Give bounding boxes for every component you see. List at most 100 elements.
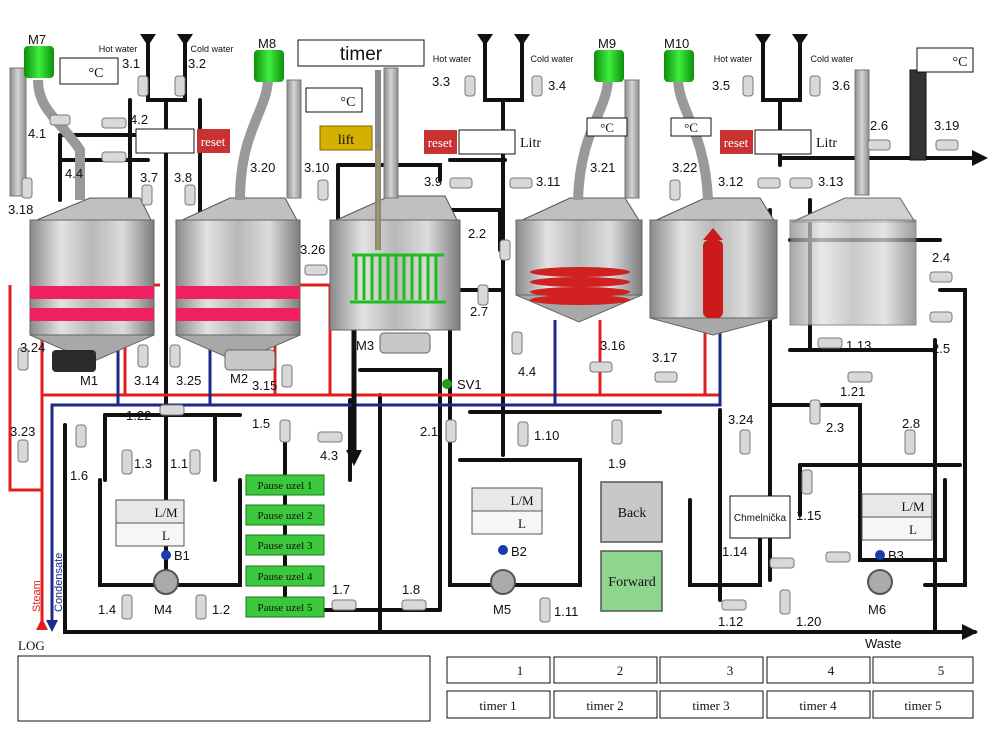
valve-3-18-label: 3.18 [8, 202, 33, 217]
valve-1-8-label: 1.8 [402, 582, 420, 597]
valve-1-15-label: 1.15 [796, 508, 821, 523]
valve-1-9-label: 1.9 [608, 456, 626, 471]
valve-2-5-label: 2.5 [932, 341, 950, 356]
back-button[interactable]: Back [600, 481, 663, 543]
temp-display-2-unit: °C [341, 95, 356, 110]
valve-1-14-label: 1.14 [722, 544, 747, 559]
litre-display-1 [135, 128, 195, 154]
motor-m7-label: M7 [28, 32, 46, 47]
valve-2-1-label: 2.1 [420, 424, 438, 439]
waste-arrow-icon [962, 624, 978, 640]
back-button-label: Back [618, 506, 647, 521]
pause-uzel-5-label: Pause uzel 5 [258, 602, 313, 614]
motor-m7-icon [24, 46, 54, 78]
tank-6 [789, 197, 917, 326]
pause-uzel-1-button[interactable]: Pause uzel 1 [245, 474, 325, 496]
pumps [153, 569, 893, 595]
chmelnicka-label: Chmelnička [734, 513, 787, 524]
valve-3-2-label: 3.2 [188, 56, 206, 71]
motor-m9-label: M9 [598, 36, 616, 51]
valve-3-23-label: 3.23 [10, 424, 35, 439]
motor-m5-label: M5 [493, 602, 511, 617]
tank-2 [175, 197, 301, 363]
timer-2-label: timer 2 [586, 698, 623, 713]
valve-4-1-label: 4.1 [28, 126, 46, 141]
litre-unit-2: Litr [520, 136, 541, 151]
timer-2-button[interactable]: timer 2 [553, 690, 658, 719]
inlet-arrow-icon [972, 150, 988, 166]
timer-5-button[interactable]: timer 5 [872, 690, 974, 719]
sensor-b1-label: B1 [174, 548, 190, 563]
forward-button[interactable]: Forward [600, 550, 663, 612]
valve-icons [17, 75, 959, 623]
valve-3-9-label: 3.9 [424, 174, 442, 189]
sv1-label: SV1 [457, 377, 482, 392]
valve-1-20-label: 1.20 [796, 614, 821, 629]
step-number-2: 2 [617, 663, 624, 678]
valve-3-10-label: 3.10 [304, 160, 329, 175]
motor-m2-label: M2 [230, 371, 248, 386]
bottom-motors [52, 332, 431, 372]
valve-1-11-label: 1.11 [554, 604, 578, 619]
tank-1 [29, 197, 155, 363]
valve-3-12-label: 3.12 [718, 174, 743, 189]
timer-title-box [297, 39, 425, 67]
lift-button[interactable]: lift [319, 125, 373, 151]
valve-3-1-label: 3.1 [122, 56, 140, 71]
sensor-b1-icon [161, 550, 171, 560]
step-numbers [446, 656, 974, 684]
valve-3-25-label: 3.25 [176, 373, 201, 388]
level-box-2-lm: L/M [510, 493, 534, 508]
reset-button-1[interactable]: reset [197, 129, 230, 153]
temp-display-4-unit: °C [684, 120, 698, 135]
motor-m9-icon [594, 50, 624, 82]
timer-3-button[interactable]: timer 3 [659, 690, 764, 719]
page-title: timer [340, 44, 383, 65]
valve-2-3-label: 2.3 [826, 420, 844, 435]
reset-button-3[interactable]: reset [720, 130, 753, 154]
pause-uzel-3-button[interactable]: Pause uzel 3 [245, 534, 325, 556]
waste-label: Waste [865, 636, 901, 651]
valve-3-21-label: 3.21 [590, 160, 615, 175]
litre-unit-3: Litr [816, 136, 837, 151]
motor-m1-icon [52, 350, 96, 372]
valve-3-11-label: 3.11 [536, 174, 560, 189]
valve-4-4a-label: 4.4 [65, 166, 83, 181]
valve-3-3-label: 3.3 [432, 74, 450, 89]
pause-uzel-4-button[interactable]: Pause uzel 4 [245, 565, 325, 587]
step-number-5: 5 [938, 663, 945, 678]
valve-3-20-label: 3.20 [250, 160, 275, 175]
valve-4-2-label: 4.2 [130, 112, 148, 127]
valve-2-2-label: 2.2 [468, 226, 486, 241]
valve-1-2-label: 1.2 [212, 602, 230, 617]
pause-uzel-5-button[interactable]: Pause uzel 5 [245, 596, 325, 618]
motor-m10-label: M10 [664, 36, 689, 51]
steam-label: Steam [31, 580, 43, 612]
step-number-3: 3 [727, 663, 734, 678]
condensate-arrow-icon [46, 620, 58, 632]
valve-sv1-icon [442, 379, 452, 389]
water-inlet-icons [140, 34, 808, 46]
timer-4-button[interactable]: timer 4 [766, 690, 871, 719]
valve-3-19-label: 3.19 [934, 118, 959, 133]
reset-button-2-label: reset [428, 135, 453, 150]
pause-uzel-2-button[interactable]: Pause uzel 2 [245, 504, 325, 526]
reset-button-2[interactable]: reset [424, 130, 457, 154]
motor-m8-label: M8 [258, 36, 276, 51]
valve-1-1-label: 1.1 [170, 456, 188, 471]
cold-water-label-3: Cold water [810, 54, 853, 64]
valve-2-4-label: 2.4 [932, 250, 950, 265]
valve-1-6-label: 1.6 [70, 468, 88, 483]
motor-m2-icon [224, 349, 276, 371]
log-panel [17, 655, 431, 722]
condensate-label: Condensate [53, 553, 65, 612]
level-box-2 [471, 487, 543, 535]
temp-display-3-unit: °C [600, 120, 614, 135]
level-box-2-l: L [518, 516, 526, 531]
sensor-b3-label: B3 [888, 548, 904, 563]
hot-water-label-3: Hot water [714, 54, 753, 64]
timer-1-button[interactable]: timer 1 [446, 690, 551, 719]
level-box-1 [115, 499, 185, 547]
timer-4-label: timer 4 [799, 698, 837, 713]
heater-icon [703, 240, 723, 318]
